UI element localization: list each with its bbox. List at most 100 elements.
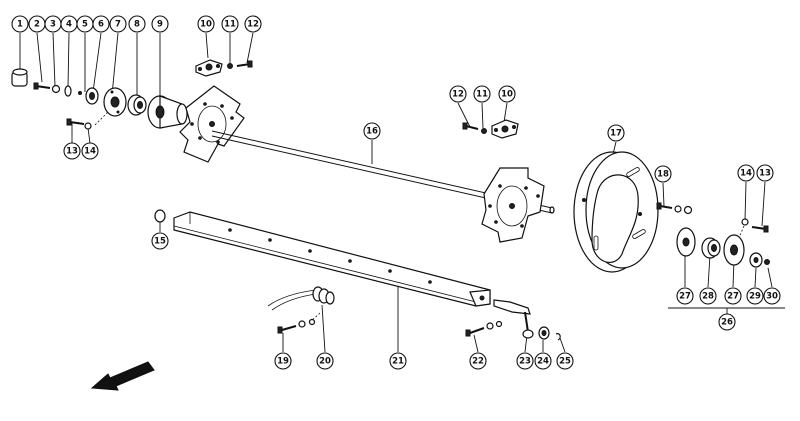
end-plate-right <box>481 167 545 243</box>
callout-15: 15 <box>151 232 169 250</box>
callout-number: 19 <box>277 357 289 367</box>
callout-bubble <box>274 352 292 370</box>
callout-bubble <box>11 15 29 33</box>
callout-bubble <box>316 352 334 370</box>
callout-6: 6 <box>92 15 110 33</box>
part-13-screw-right <box>751 225 769 233</box>
callout-12: 12 <box>449 85 467 103</box>
end-plate-left <box>179 85 245 163</box>
callout-bubble <box>244 15 262 33</box>
callout-number: 7 <box>115 20 121 30</box>
callout-bubble <box>473 85 491 103</box>
callout-12: 12 <box>244 15 262 33</box>
part-5-pin <box>78 91 82 95</box>
callout-bubble <box>498 85 516 103</box>
callout-number: 23 <box>519 357 531 367</box>
callout-number: 14 <box>740 169 752 179</box>
callout-9: 9 <box>151 15 169 33</box>
callout-2: 2 <box>28 15 46 33</box>
callout-19: 19 <box>274 352 292 370</box>
callout-number: 12 <box>452 90 464 100</box>
callout-number: 4 <box>66 20 72 30</box>
callout-22: 22 <box>469 352 487 370</box>
callout-bubble <box>449 85 467 103</box>
callout-7: 7 <box>109 15 127 33</box>
callout-number: 8 <box>134 20 140 30</box>
parts-drawing <box>11 59 770 391</box>
leader-lines <box>19 32 785 353</box>
callout-20: 20 <box>316 352 334 370</box>
callout-number: 11 <box>476 90 488 100</box>
part-15-washer <box>154 209 166 223</box>
part-20-spring <box>267 286 335 311</box>
callout-bubble <box>763 287 781 305</box>
callout-number: 29 <box>749 292 761 302</box>
part-29-bushing <box>749 252 763 268</box>
callout-number: 1 <box>17 20 23 30</box>
part-24-roller <box>538 326 550 340</box>
callout-bubble <box>128 15 146 33</box>
callout-bubble <box>724 287 742 305</box>
callout-bubble <box>151 232 169 250</box>
callout-13: 13 <box>63 142 81 160</box>
part-11-nut-left <box>227 63 233 69</box>
callout-17: 17 <box>607 124 625 142</box>
callout-10: 10 <box>197 15 215 33</box>
callout-11: 11 <box>221 15 239 33</box>
part-17-eccentric-ring <box>573 151 659 273</box>
callout-number: 16 <box>366 127 378 137</box>
part-28-bearing <box>701 237 721 259</box>
callout-bubble <box>676 287 694 305</box>
callout-1: 1 <box>11 15 29 33</box>
callout-24: 24 <box>534 352 552 370</box>
callout-number: 25 <box>559 357 571 367</box>
callout-bubble <box>81 142 99 160</box>
part-14-washer-left <box>84 122 92 130</box>
callout-number: 27 <box>727 292 739 302</box>
part-9-bearing-housing <box>147 95 188 129</box>
callout-16: 16 <box>363 122 381 140</box>
callout-5: 5 <box>76 15 94 33</box>
part-18-screw <box>656 202 693 215</box>
callout-bubble <box>534 352 552 370</box>
callout-bubble <box>746 287 764 305</box>
callout-27: 27 <box>676 287 694 305</box>
callout-8: 8 <box>128 15 146 33</box>
callout-bubble <box>63 142 81 160</box>
part-6-bushing <box>85 87 99 105</box>
callout-bubble <box>92 15 110 33</box>
callout-number: 14 <box>84 147 96 157</box>
callout-number: 30 <box>766 292 778 302</box>
callout-29: 29 <box>746 287 764 305</box>
part-10-bracket-left <box>195 59 223 77</box>
part-27-flange-a <box>676 227 696 257</box>
part-27-flange-b <box>723 234 745 266</box>
callout-11: 11 <box>473 85 491 103</box>
part-3-washer <box>51 84 61 94</box>
callout-number: 12 <box>247 20 259 30</box>
callout-bubble <box>737 164 755 182</box>
callout-bubble <box>363 122 381 140</box>
callout-bubble <box>109 15 127 33</box>
callout-number: 17 <box>610 129 622 139</box>
callout-14: 14 <box>81 142 99 160</box>
callout-number: 10 <box>501 90 513 100</box>
callout-number: 27 <box>679 292 691 302</box>
callout-number: 13 <box>66 147 78 157</box>
part-21-bar <box>173 211 491 307</box>
callout-number: 6 <box>98 20 104 30</box>
callout-number: 13 <box>759 169 771 179</box>
part-14-washer-right <box>741 218 749 226</box>
callout-bubble <box>699 287 717 305</box>
part-7-flange <box>103 87 127 117</box>
callout-bubble <box>469 352 487 370</box>
callout-bubble <box>221 15 239 33</box>
part-11-nut-right <box>481 128 487 134</box>
part-12-screw-left <box>236 60 253 68</box>
part-2-screw <box>33 82 51 90</box>
callout-number: 5 <box>82 20 88 30</box>
callout-number: 15 <box>154 237 166 247</box>
callout-number: 2 <box>34 20 40 30</box>
